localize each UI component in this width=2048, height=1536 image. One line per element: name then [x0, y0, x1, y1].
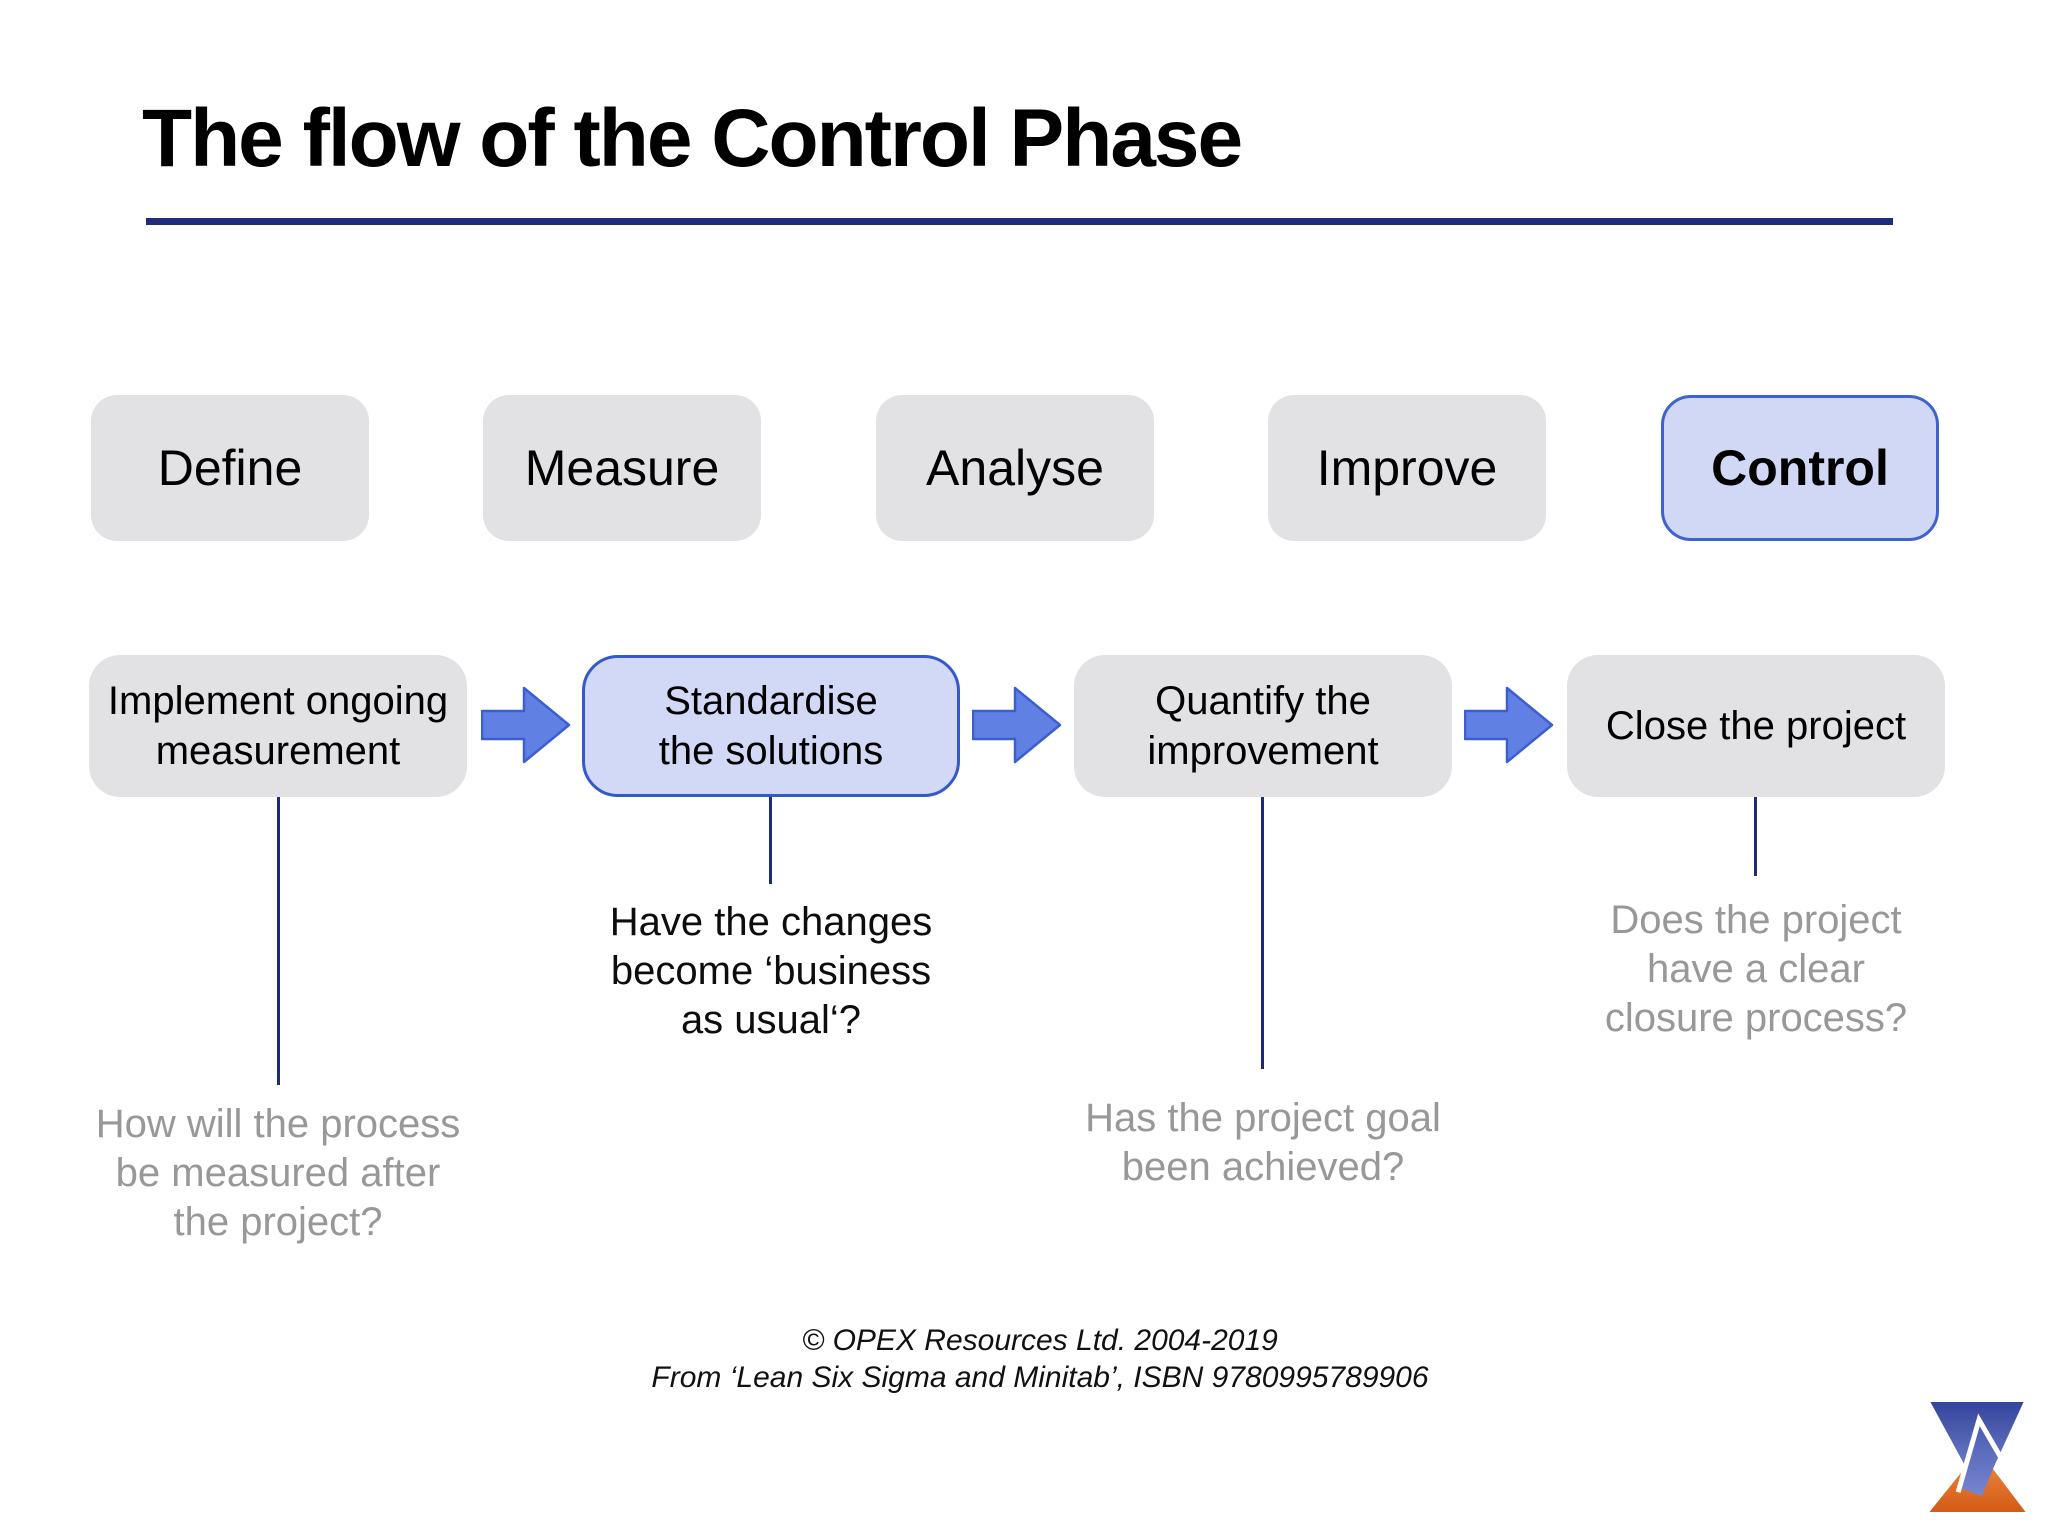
question-line: How will the process — [95, 1102, 461, 1146]
connector-line — [1261, 797, 1264, 1069]
title-underline-rule — [146, 218, 1893, 225]
connector-line — [277, 797, 280, 1085]
question-line: been achieved? — [1121, 1145, 1405, 1189]
question-line: become ‘business — [610, 949, 932, 993]
connector-line — [769, 797, 772, 884]
flow-box-close-project: Close the project — [1567, 655, 1945, 797]
copyright-line: © OPEX Resources Ltd. 2004-2019 — [802, 1324, 1278, 1357]
flow-box-label-line: Standardise — [664, 679, 878, 723]
question-goal-achieved: Has the project goal been achieved? — [1023, 1094, 1503, 1192]
question-line: Does the project — [1610, 898, 1902, 942]
phase-label: Define — [157, 440, 303, 496]
flow-box-implement-measurement: Implement ongoing measurement — [89, 655, 467, 797]
phase-box-analyse: Analyse — [876, 395, 1154, 541]
phase-label: Control — [1711, 440, 1889, 496]
copyright-attribution: © OPEX Resources Ltd. 2004-2019 From ‘Le… — [520, 1322, 1560, 1396]
question-line: the project? — [173, 1200, 383, 1244]
question-measure-after-project: How will the process be measured after t… — [38, 1100, 518, 1247]
question-line: Have the changes — [609, 900, 933, 944]
phase-box-improve: Improve — [1268, 395, 1546, 541]
flow-box-label-line: Quantify the — [1155, 679, 1371, 723]
source-line: From ‘Lean Six Sigma and Minitab’, ISBN … — [651, 1361, 1429, 1394]
flow-arrow-icon — [972, 686, 1062, 764]
logo-white-zigzag — [1955, 1413, 2003, 1493]
phase-box-measure: Measure — [483, 395, 761, 541]
phase-box-define: Define — [91, 395, 369, 541]
page-title: The flow of the Control Phase — [142, 93, 1243, 184]
phase-label: Improve — [1316, 440, 1498, 496]
flow-box-label-line: Implement ongoing — [107, 679, 449, 723]
flow-box-label-line: improvement — [1147, 729, 1379, 773]
opex-logo-icon — [1929, 1401, 2026, 1513]
question-line: be measured after — [115, 1151, 441, 1195]
flow-box-label-line: the solutions — [658, 729, 884, 773]
question-line: closure process? — [1604, 996, 1908, 1040]
phase-box-control-highlighted: Control — [1661, 395, 1939, 541]
question-line: as usual‘? — [680, 998, 862, 1042]
phase-label: Measure — [524, 440, 720, 496]
flow-box-quantify-improvement: Quantify the improvement — [1074, 655, 1452, 797]
question-closure-process: Does the project have a clear closure pr… — [1516, 896, 1996, 1043]
phase-label: Analyse — [926, 440, 1104, 496]
flow-arrow-icon — [481, 686, 571, 764]
flow-box-standardise-solutions-highlighted: Standardise the solutions — [582, 655, 960, 797]
question-line: Has the project goal — [1085, 1096, 1441, 1140]
flow-arrow-icon — [1464, 686, 1554, 764]
question-line: have a clear — [1647, 947, 1865, 991]
question-business-as-usual: Have the changes become ‘business as usu… — [531, 898, 1011, 1045]
flow-box-label-line: Close the project — [1605, 704, 1907, 748]
connector-line — [1754, 797, 1757, 876]
flow-box-label-line: measurement — [155, 729, 401, 773]
